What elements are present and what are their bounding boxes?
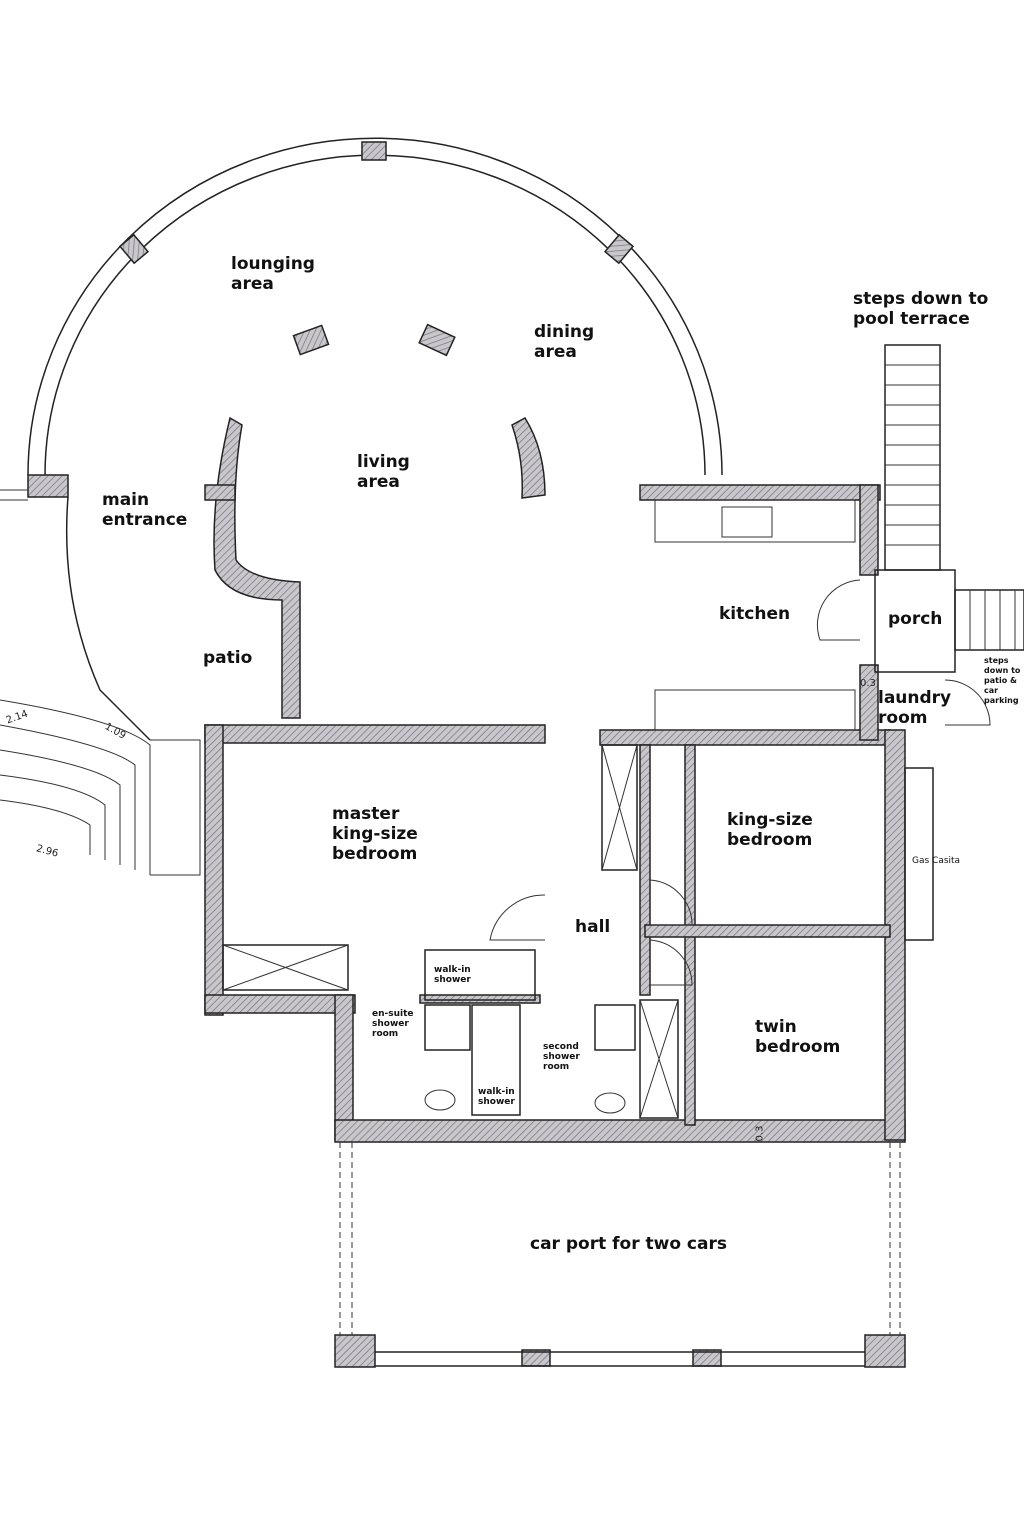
front-steps — [0, 699, 201, 876]
label-kitchen: kitchen — [719, 604, 791, 624]
car-port — [334, 1142, 906, 1368]
label-car-port: car port for two cars — [530, 1234, 727, 1254]
label-laundry-room: laundry room — [878, 688, 952, 728]
label-ensuite: en-suite shower room — [372, 1009, 414, 1039]
label-walk-in-shower-1: walk-in shower — [434, 965, 471, 985]
label-twin-bedroom: twin bedroom — [755, 1017, 841, 1057]
label-king-bedroom: king-size bedroom — [727, 810, 813, 850]
pool-steps — [884, 344, 1024, 651]
living-wall-left — [213, 416, 301, 719]
label-main-entrance: main entrance — [102, 490, 188, 530]
dimension-0-3-wall: 0.3 — [754, 1125, 766, 1142]
label-second-shower: second shower room — [543, 1042, 580, 1072]
label-hall: hall — [575, 917, 611, 937]
label-patio: patio — [203, 648, 253, 668]
label-gas-casita: Gas Casita — [912, 856, 961, 866]
label-walk-in-shower-2: walk-in shower — [478, 1087, 515, 1107]
label-steps-patio: steps down to patio & car parking — [984, 656, 1021, 705]
label-steps-pool: steps down to pool terrace — [853, 289, 989, 329]
curved-wall — [27, 137, 723, 476]
label-living-area: living area — [357, 452, 410, 492]
label-lounging-area: lounging area — [231, 254, 315, 294]
dimension-0-3-laundry: 0.3 — [860, 678, 876, 689]
living-wall-right — [511, 417, 546, 499]
label-dining-area: dining area — [534, 322, 595, 362]
label-master-bedroom: master king-size bedroom — [332, 804, 418, 864]
label-porch: porch — [888, 609, 943, 629]
